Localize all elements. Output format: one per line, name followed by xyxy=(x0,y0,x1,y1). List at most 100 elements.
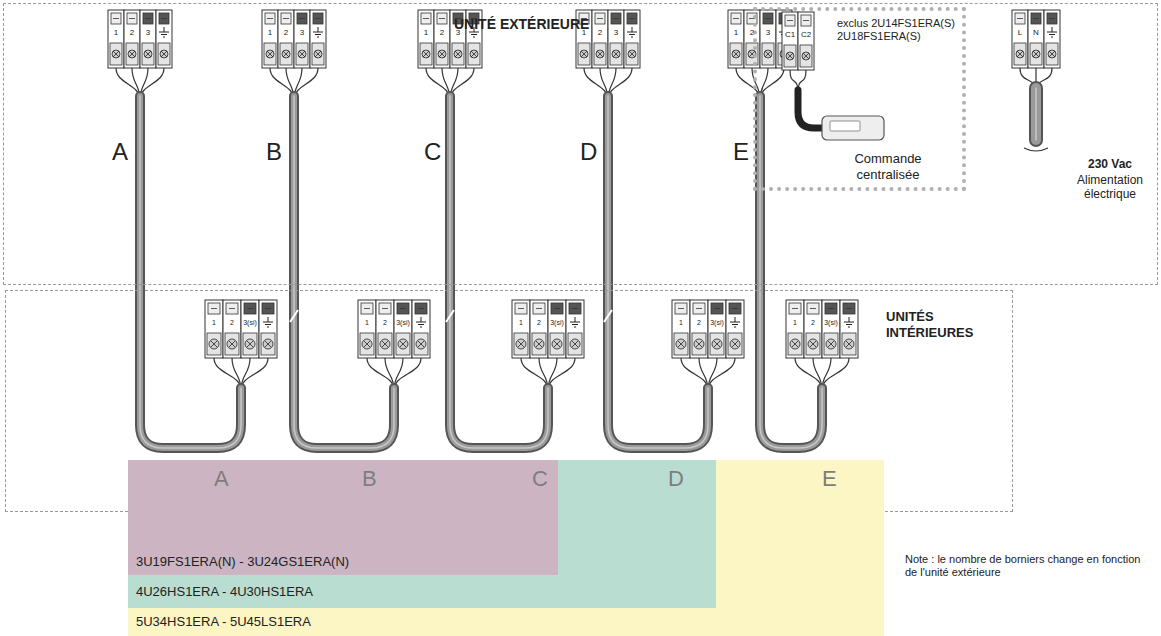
drawing-stroke xyxy=(512,300,530,358)
drawing-stroke xyxy=(826,339,836,349)
terminal-block xyxy=(262,10,326,68)
unit-heading: UNITÉ EXTÉRIEURE xyxy=(454,16,589,33)
drawing-stroke xyxy=(265,341,271,347)
remote-controller xyxy=(822,116,884,140)
drawing-stroke xyxy=(581,51,587,57)
drawing-stroke xyxy=(267,327,269,328)
cable xyxy=(140,96,241,448)
drawing-stroke xyxy=(678,341,684,347)
cable xyxy=(294,96,394,448)
drawing-stroke xyxy=(552,339,562,349)
drawing-stroke xyxy=(140,10,156,68)
drawing-stroke xyxy=(1047,13,1057,24)
drawing-stroke xyxy=(296,43,308,65)
drawing-stroke xyxy=(241,300,259,358)
drawing-stroke xyxy=(792,308,798,309)
drawing-stroke xyxy=(733,51,739,57)
drawing-stroke xyxy=(675,303,687,314)
cable xyxy=(450,96,548,448)
drawing-stroke xyxy=(226,303,238,314)
terminal-number: 1 xyxy=(358,317,376,329)
drawing-stroke xyxy=(613,51,619,57)
drawing-stroke xyxy=(261,333,275,355)
drawing-stroke xyxy=(470,50,478,58)
cable xyxy=(140,96,241,448)
drawing-stroke xyxy=(268,317,269,322)
terminal-number: 2 xyxy=(278,27,294,39)
drawing-stroke xyxy=(1030,43,1042,65)
terminal-number: 3 xyxy=(450,27,466,39)
drawing-stroke xyxy=(728,333,742,355)
terminal-block xyxy=(1012,10,1060,68)
drawing-stroke xyxy=(696,341,702,347)
drawing-stroke xyxy=(124,10,140,68)
drawing-stroke xyxy=(267,18,273,19)
drawing-stroke xyxy=(696,308,702,309)
drawing-stroke xyxy=(1044,10,1060,68)
drawing-stroke xyxy=(842,333,856,355)
drawing-stroke xyxy=(281,13,291,24)
drawing-stroke xyxy=(786,300,804,358)
drawing-stroke xyxy=(267,51,273,57)
drawing-stroke xyxy=(418,341,424,347)
drawing-stroke xyxy=(1049,18,1055,19)
drawing-stroke xyxy=(789,303,801,314)
drawing-stroke xyxy=(1049,51,1055,57)
drawing-stroke xyxy=(1014,43,1026,65)
drawing-stroke xyxy=(810,341,816,347)
model-range: 3U19FS1ERA(N) - 3U24GS1ERA(N) xyxy=(136,554,349,570)
drawing-stroke xyxy=(518,308,524,309)
band-fill xyxy=(128,460,558,575)
drawing-stroke xyxy=(439,51,445,57)
drawing-stroke xyxy=(473,37,475,38)
terminal-number: 1 xyxy=(512,317,530,329)
drawing-stroke xyxy=(803,53,809,59)
cable xyxy=(760,96,822,448)
drawing-stroke xyxy=(127,13,137,24)
drawing-stroke xyxy=(807,303,819,314)
drawing-stroke xyxy=(382,341,388,347)
drawing-stroke xyxy=(846,308,852,309)
terminal-number: 3 xyxy=(608,27,624,39)
drawing-stroke xyxy=(1012,10,1028,68)
drawing-stroke xyxy=(610,43,622,65)
drawing-stroke xyxy=(364,341,370,347)
drawing-stroke xyxy=(840,300,858,358)
drawing-stroke xyxy=(626,43,638,65)
drawing-stroke xyxy=(732,341,738,347)
drawing-stroke xyxy=(575,317,576,322)
drawing-stroke xyxy=(1028,10,1044,68)
drawing-stroke xyxy=(160,50,168,58)
drawing-stroke xyxy=(211,308,217,309)
controller-screen xyxy=(830,121,860,131)
unit-letter: E xyxy=(822,466,837,492)
terminal-number: 3(si) xyxy=(708,317,726,329)
drawing-stroke xyxy=(730,339,740,349)
terminal-number: 1 xyxy=(728,27,744,39)
drawing-stroke xyxy=(532,333,546,355)
drawing-stroke xyxy=(471,51,477,57)
drawing-stroke xyxy=(418,341,424,347)
drawing-stroke xyxy=(161,18,167,19)
cable-break xyxy=(604,310,612,322)
drawing-stroke xyxy=(360,333,374,355)
drawing-stroke xyxy=(1046,43,1058,65)
cable xyxy=(608,96,708,448)
drawing-stroke xyxy=(376,300,394,358)
cable xyxy=(608,96,708,448)
drawing-stroke xyxy=(611,13,621,24)
drawing-stroke xyxy=(421,317,422,322)
control-cable xyxy=(798,90,824,128)
drawing-stroke xyxy=(418,324,424,325)
drawing-stroke xyxy=(631,37,633,38)
drawing-stroke xyxy=(810,341,816,347)
drawing-stroke xyxy=(608,10,624,68)
terminal-number: N xyxy=(1028,27,1044,39)
drawing-stroke xyxy=(211,341,217,347)
drawing-stroke xyxy=(572,324,578,325)
drawing-stroke xyxy=(765,51,771,57)
cable xyxy=(294,96,394,448)
drawing-stroke xyxy=(159,13,169,24)
drawing-stroke xyxy=(764,50,772,58)
cable xyxy=(760,96,822,448)
